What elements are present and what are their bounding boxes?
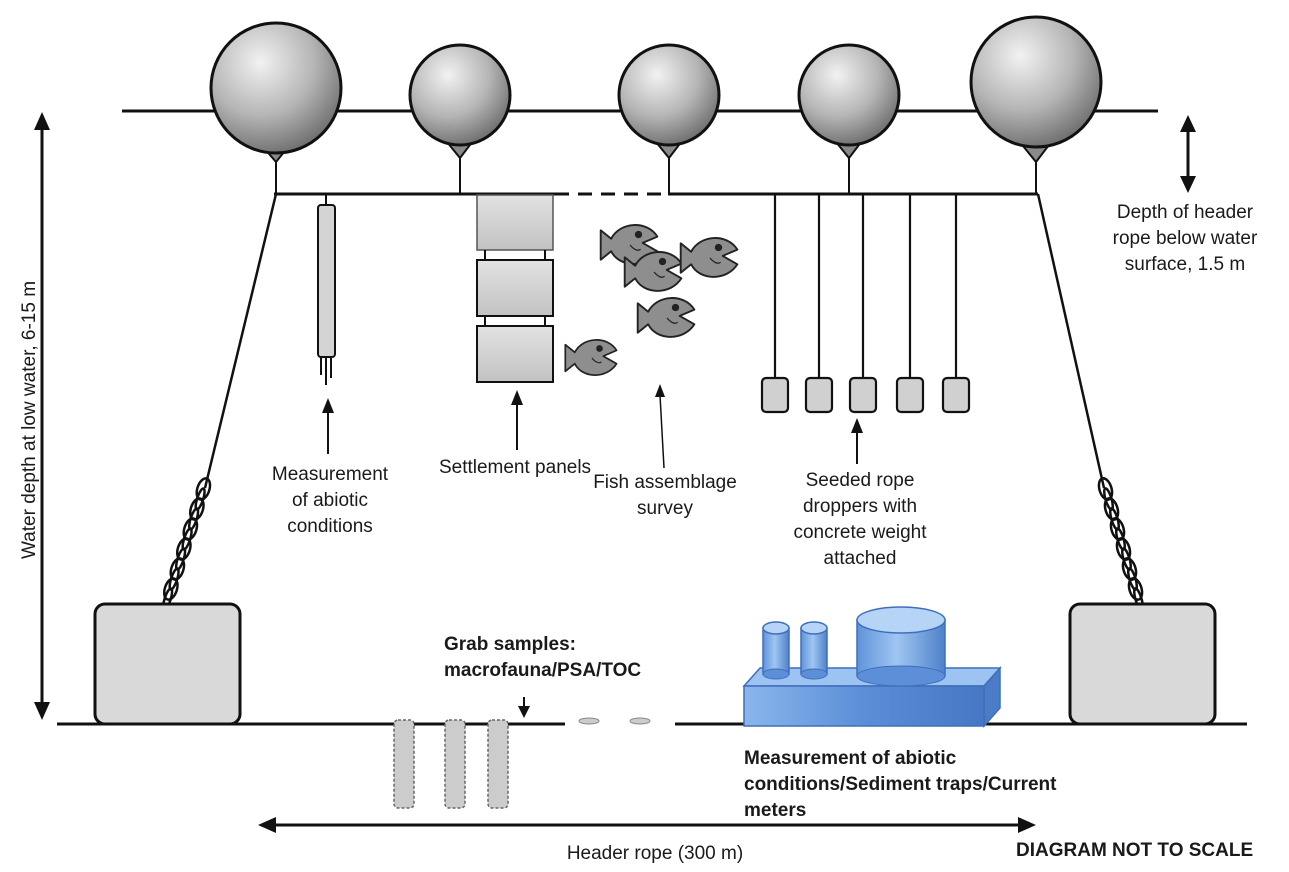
buoy-3 [617, 43, 721, 194]
settlement-panels [476, 194, 554, 383]
chain-link [162, 577, 179, 601]
concrete-weight [804, 376, 834, 414]
header-depth-arrow [1180, 115, 1196, 193]
chain-link [1127, 577, 1144, 601]
fish-pointer-arrow [655, 384, 665, 469]
grab-samples-label: Grab samples: macrofauna/PSA/TOC [444, 634, 642, 681]
fish-icon [599, 224, 659, 265]
anchor-block-right [1068, 602, 1217, 726]
buoy-5 [969, 15, 1103, 194]
anchor-chain-left [161, 477, 212, 611]
fish-icon [623, 251, 683, 292]
water-depth-label: Water depth at low water, 6-15 m [19, 280, 40, 560]
concrete-weight [848, 376, 878, 414]
abiotic-instrument [317, 194, 336, 385]
fish-icon [679, 237, 739, 278]
buoy-2 [408, 43, 512, 194]
fish-icon [564, 339, 618, 376]
concrete-weight [760, 376, 790, 414]
header-rope-length-arrow [258, 817, 1036, 833]
settlement-panels-label: Settlement panels [438, 457, 592, 478]
concrete-weight [941, 376, 971, 414]
dropper-pointer-arrow [851, 418, 863, 464]
buoy-4 [797, 43, 901, 194]
fish-icon [636, 297, 696, 338]
grab-pointer-arrow [518, 697, 530, 718]
water-depth-label-wrap: Water depth at low water, 6-15 m [19, 281, 40, 559]
anchor-block-left [93, 602, 242, 726]
concrete-weight [895, 376, 925, 414]
buoy-1 [209, 21, 343, 194]
rope-droppers-label: Seeded rope droppers with concrete weigh… [793, 470, 927, 569]
rope-droppers [760, 194, 971, 414]
anchor-rope-left [203, 193, 278, 489]
fish-school [564, 224, 739, 376]
header-rope-length-label: Header rope (300 m) [566, 843, 744, 864]
seabed-equipment [742, 606, 1002, 728]
anchor-rope-right [1036, 193, 1106, 489]
grab-samples [393, 717, 651, 809]
anchor-chain-right [1097, 477, 1145, 611]
header-depth-label: Depth of header rope below water surface… [1112, 202, 1258, 275]
abiotic-bottom-label: Measurement of abiotic conditions/Sedime… [744, 748, 1057, 821]
not-to-scale-label: DIAGRAM NOT TO SCALE [1016, 840, 1254, 861]
water-depth-arrow [34, 112, 50, 720]
abiotic-label: Measurement of abiotic conditions [271, 464, 389, 537]
settlement-pointer-arrow [511, 390, 523, 450]
abiotic-pointer-arrow [322, 398, 334, 454]
fish-survey-label: Fish assemblage survey [593, 472, 737, 519]
